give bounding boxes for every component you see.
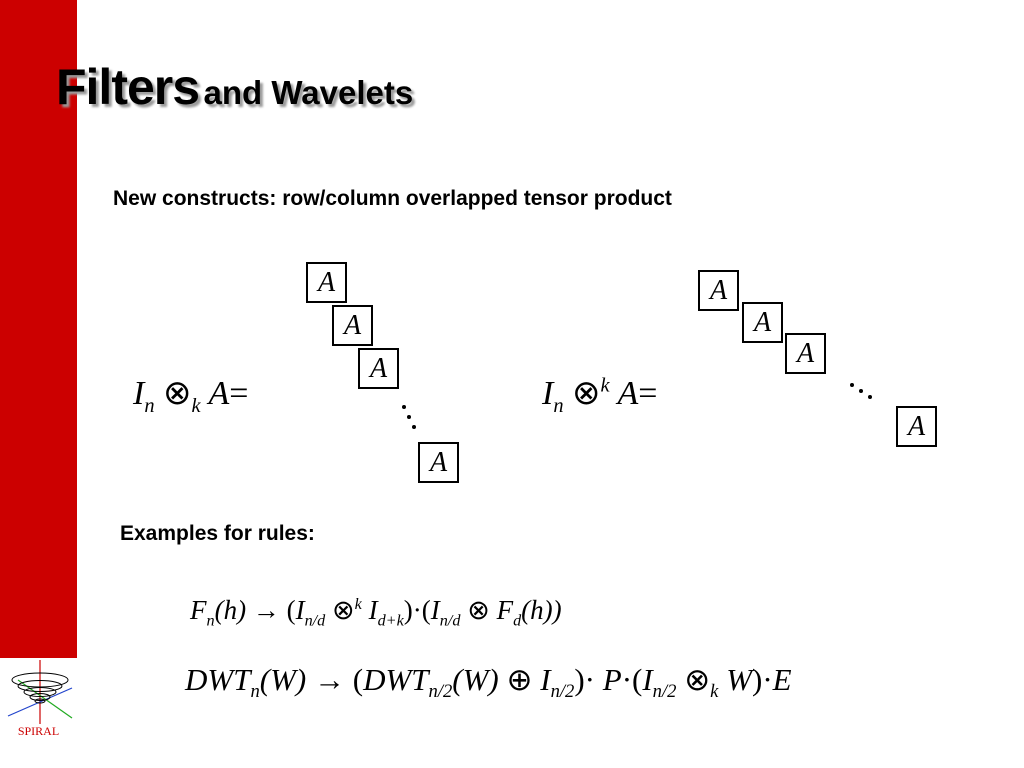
- symbol-f: F: [496, 595, 514, 625]
- subscript-k: k: [191, 394, 201, 417]
- argument-h: (h)): [521, 595, 562, 625]
- argument-w: (W): [259, 662, 307, 697]
- otimes-symbol: ⊗: [163, 375, 192, 412]
- block-a: A: [785, 333, 826, 374]
- subscript-nd: n/d: [304, 611, 326, 630]
- subscript-n2: n/2: [550, 681, 575, 703]
- superscript-k: k: [354, 595, 362, 613]
- identity-symbol: I: [642, 662, 653, 697]
- operator: )·(: [403, 595, 431, 625]
- otimes-symbol: ⊗: [572, 375, 601, 412]
- rule-filter: Fn(h) → (In/d ⊗k Id+k)·(In/d ⊗ Fd(h)): [190, 595, 562, 630]
- subscript-k: k: [710, 681, 719, 703]
- matrix-symbol: A: [617, 375, 639, 412]
- operator: )·: [574, 662, 595, 697]
- operator: )·: [752, 662, 773, 697]
- subscript-d: d: [513, 611, 522, 630]
- subscript-n2: n/2: [652, 681, 677, 703]
- logo-text: SPIRAL: [17, 724, 60, 738]
- equals-symbol: =: [229, 375, 249, 412]
- otimes-symbol: ⊗: [467, 595, 490, 625]
- title-main: Filters: [56, 59, 200, 115]
- otimes-symbol: ⊗: [684, 662, 711, 697]
- spiral-logo: SPIRAL: [0, 658, 77, 768]
- equals-symbol: =: [638, 375, 658, 412]
- subscript-n2: n/2: [428, 681, 453, 703]
- block-a: A: [698, 270, 739, 311]
- arrow-symbol: →: [313, 662, 345, 697]
- identity-symbol: I: [295, 595, 305, 625]
- subscript-dk: d+k: [377, 611, 404, 630]
- otimes-symbol: ⊗: [332, 595, 355, 625]
- subscript-n: n: [206, 611, 215, 630]
- block-a: A: [418, 442, 459, 483]
- identity-symbol: I: [540, 662, 551, 697]
- right-formula: In ⊗k A=: [542, 373, 657, 418]
- block-a: A: [742, 302, 783, 343]
- slide-title: Filters and Wavelets: [56, 58, 413, 116]
- argument-h: (h): [214, 595, 247, 625]
- arrow-symbol: →: [252, 595, 280, 625]
- subscript-n: n: [250, 681, 260, 703]
- identity-symbol: I: [368, 595, 378, 625]
- symbol-f: F: [190, 595, 207, 625]
- identity-symbol: I: [542, 375, 554, 412]
- oplus-symbol: ⊕: [506, 662, 533, 697]
- identity-symbol: I: [430, 595, 440, 625]
- block-a: A: [306, 262, 347, 303]
- argument-w: (W): [452, 662, 499, 697]
- superscript-k: k: [600, 374, 610, 397]
- block-a: A: [896, 406, 937, 447]
- symbol-dwt: DWT: [363, 662, 429, 697]
- operator: ·(: [621, 662, 643, 697]
- block-a: A: [332, 305, 373, 346]
- red-sidebar: [0, 0, 77, 658]
- examples-label: Examples for rules:: [120, 522, 315, 545]
- subscript-nd: n/d: [439, 611, 461, 630]
- open-paren: (: [352, 662, 364, 697]
- identity-symbol: I: [133, 375, 145, 412]
- block-a: A: [358, 348, 399, 389]
- open-paren: (: [286, 595, 296, 625]
- left-formula: In ⊗k A=: [133, 373, 248, 418]
- symbol-e: E: [772, 662, 792, 697]
- spiral-logo-icon: [7, 660, 73, 724]
- subtitle: New constructs: row/column overlapped te…: [113, 187, 672, 210]
- symbol-w: W: [726, 662, 753, 697]
- subscript-n: n: [553, 394, 564, 417]
- symbol-dwt: DWT: [185, 662, 251, 697]
- title-rest: and Wavelets: [203, 74, 414, 111]
- matrix-symbol: A: [208, 375, 230, 412]
- subscript-n: n: [144, 394, 155, 417]
- symbol-p: P: [602, 662, 622, 697]
- rule-wavelet: DWTn(W) → (DWTn/2(W) ⊕ In/2)· P·(In/2 ⊗k…: [185, 662, 792, 703]
